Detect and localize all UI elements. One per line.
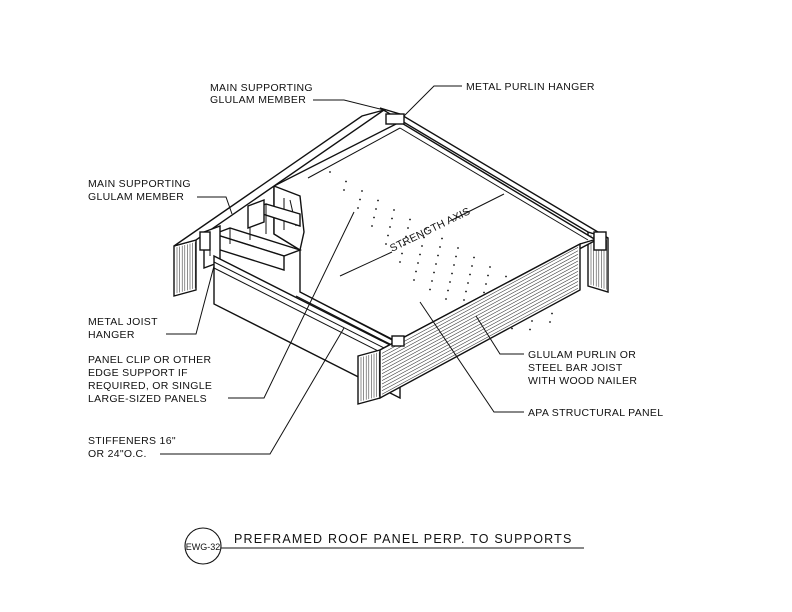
label-metal-joist-hanger: METAL JOIST HANGER: [88, 316, 161, 341]
front-glulam-purlin: [213, 237, 601, 405]
drawing-number-badge: [184, 527, 222, 565]
label-apa-structural-panel: APA STRUCTURAL PANEL: [528, 407, 663, 419]
leader-lines: [160, 85, 524, 455]
drawing-number: EWG-32: [186, 542, 221, 552]
label-metal-purlin-hanger: METAL PURLIN HANGER: [466, 81, 595, 93]
framing-joists: [203, 198, 303, 271]
callouts: MAIN SUPPORTING GLULAM MEMBER METAL PURL…: [88, 81, 663, 460]
label-glulam-purlin: GLULAM PURLIN OR STEEL BAR JOIST WITH WO…: [528, 349, 639, 387]
drawing-title: PREFRAMED ROOF PANEL PERP. TO SUPPORTS: [234, 532, 573, 546]
title-block: EWG-32 PREFRAMED ROOF PANEL PERP. TO SUP…: [184, 527, 584, 565]
label-main-glulam-top: MAIN SUPPORTING GLULAM MEMBER: [210, 82, 316, 106]
left-glulam-beam: [173, 109, 385, 297]
label-stiffeners: STIFFENERS 16" OR 24"O.C.: [88, 435, 179, 460]
label-panel-clip: PANEL CLIP OR OTHER EDGE SUPPORT IF REQU…: [88, 354, 215, 405]
metal-hangers: [199, 113, 607, 347]
label-main-glulam-left: MAIN SUPPORTING GLULAM MEMBER: [88, 178, 194, 203]
